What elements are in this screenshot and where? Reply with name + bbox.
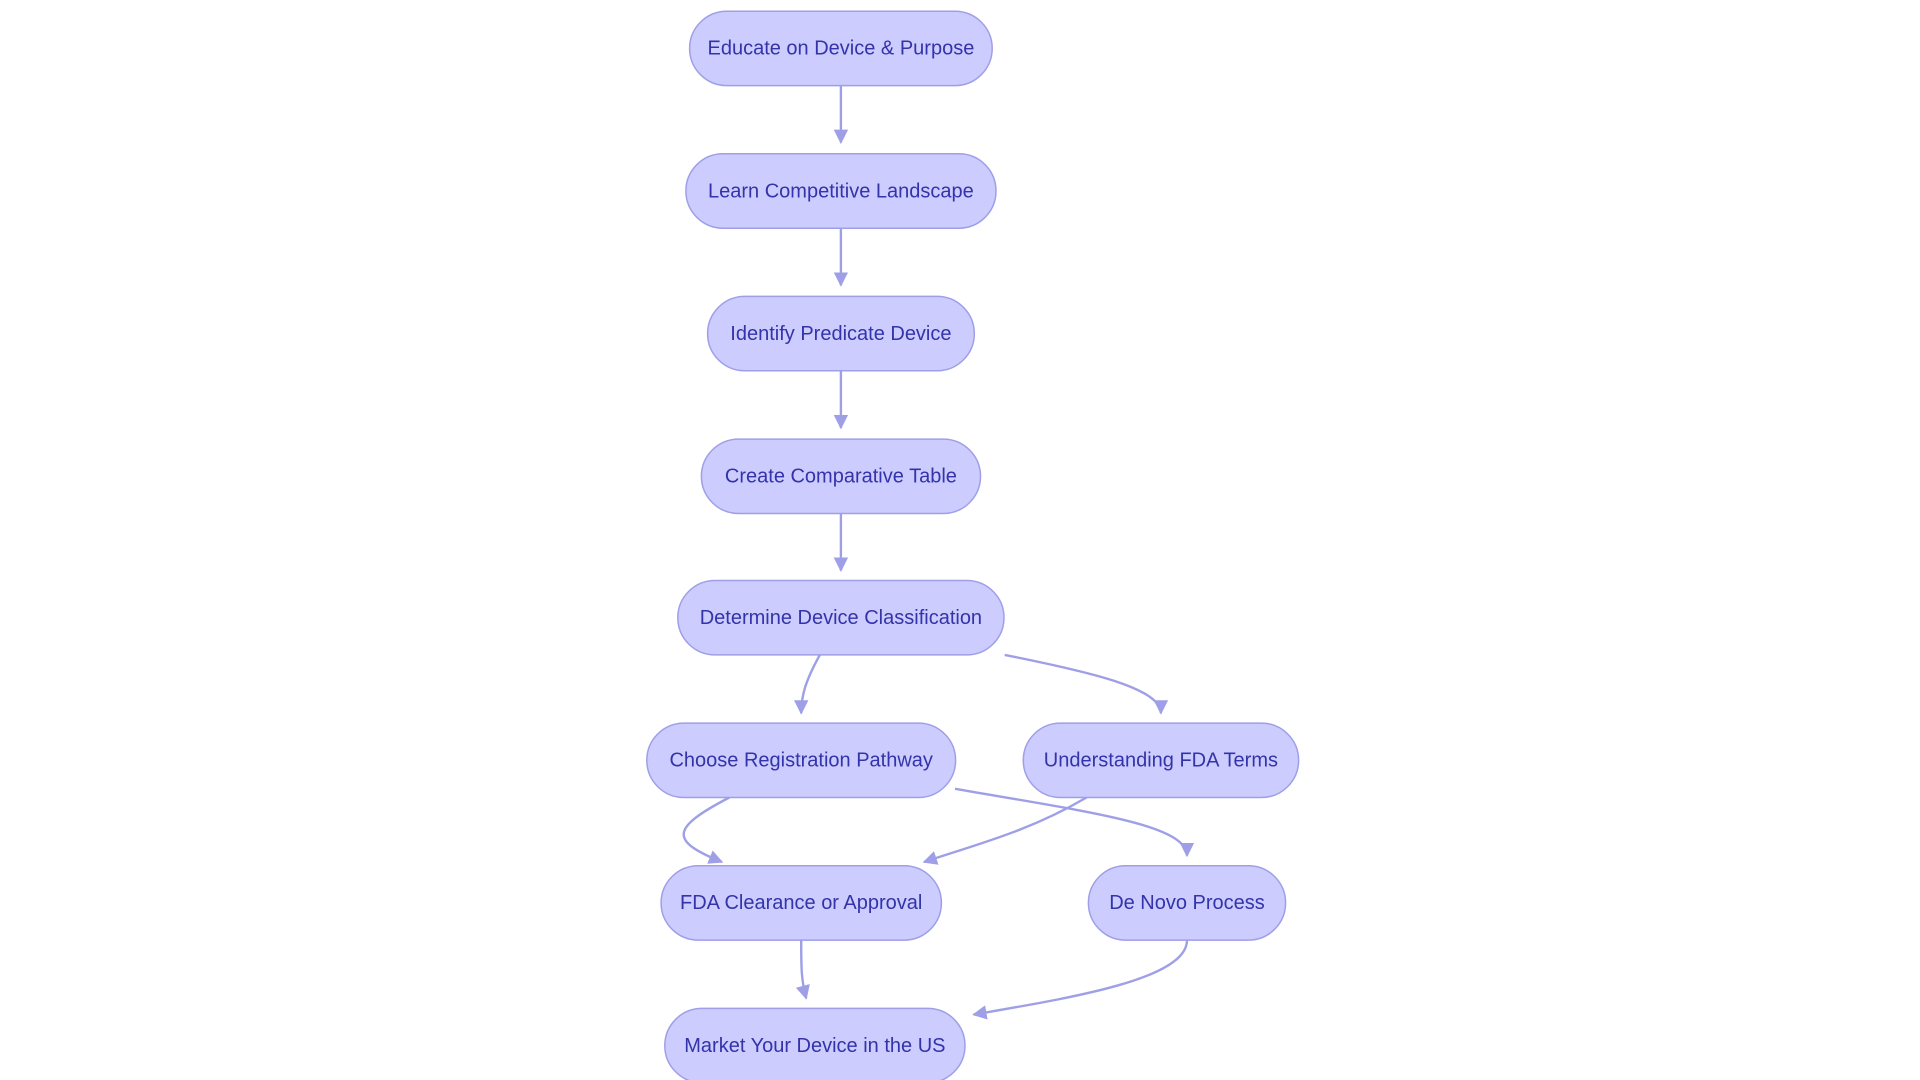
node-create: Create Comparative Table [700,438,982,515]
edge-determine-to-choose [794,654,821,715]
edges-layer [682,85,1195,1020]
node-educate: Educate on Device & Purpose [688,10,993,87]
node-label: Market Your Device in the US [684,1035,945,1057]
node-label: FDA Clearance or Approval [680,892,922,914]
node-shape [664,1007,966,1080]
node-label: Determine Device Classification [700,607,982,629]
node-understanding: Understanding FDA Terms [1022,722,1300,799]
edge-determine-to-understanding [1004,653,1169,715]
node-label: De Novo Process [1109,892,1265,914]
node-label: Educate on Device & Purpose [707,38,974,60]
edge-clearance-to-market [795,940,810,1000]
node-choose: Choose Registration Pathway [646,722,957,799]
node-label: Learn Competitive Landscape [708,180,974,202]
node-label: Identify Predicate Device [730,323,951,345]
node-denovo: De Novo Process [1087,864,1287,941]
node-shape [1087,864,1287,941]
node-clearance: FDA Clearance or Approval [660,864,943,941]
edge-denovo-to-market [972,940,1189,1020]
node-shape [685,153,997,229]
node-shape [706,295,976,372]
node-shape [688,10,993,87]
node-learn: Learn Competitive Landscape [685,153,997,229]
edge-choose-to-clearance [682,796,730,864]
node-label: Choose Registration Pathway [669,750,932,772]
node-label: Create Comparative Table [725,466,957,488]
node-shape [646,722,957,799]
node-market: Market Your Device in the US [664,1007,966,1080]
node-shape [660,864,943,941]
edge-choose-to-denovo [954,787,1195,858]
node-shape [1022,722,1300,799]
node-shape [700,438,982,515]
edge-understanding-to-clearance [922,796,1088,865]
node-identify: Identify Predicate Device [706,295,976,372]
node-label: Understanding FDA Terms [1044,750,1278,772]
node-shape [677,579,1005,656]
node-determine: Determine Device Classification [677,579,1005,656]
